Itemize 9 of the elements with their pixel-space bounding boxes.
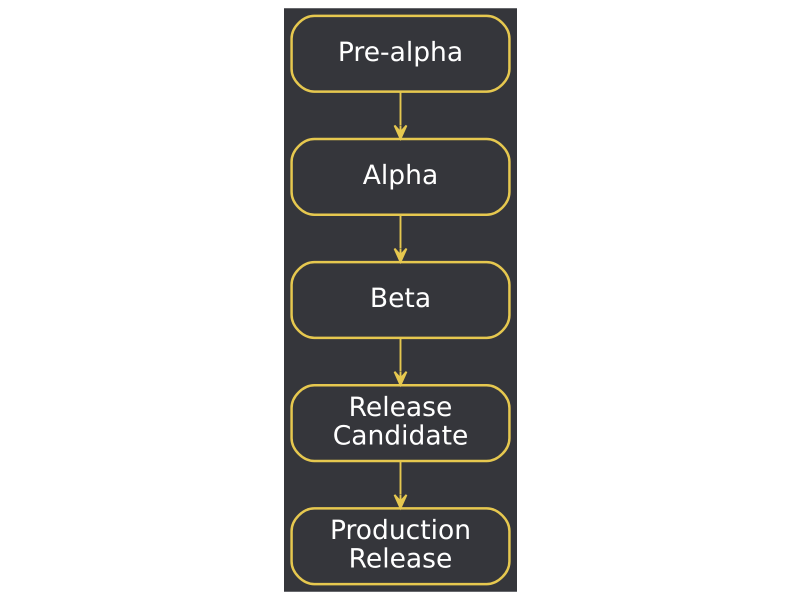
arrow xyxy=(393,461,407,510)
node-box: Pre-alpha xyxy=(290,14,510,93)
node-box: Beta xyxy=(290,260,510,340)
arrow xyxy=(393,92,407,140)
node-box: Alpha xyxy=(290,138,510,216)
arrow xyxy=(393,215,407,263)
arrow xyxy=(393,338,407,386)
node-box: Production Release xyxy=(290,507,510,586)
node-box: Release Candidate xyxy=(290,384,510,462)
